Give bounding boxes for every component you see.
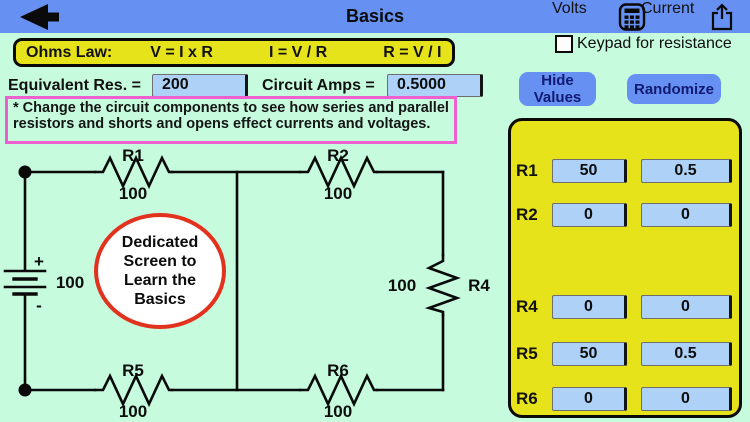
resistor-r2-value: 100 [324, 184, 352, 203]
battery-component[interactable]: + - 100 [3, 252, 84, 315]
r4-current-field[interactable]: 0 [641, 295, 732, 319]
formula-current: I = V / R [268, 43, 328, 61]
r6-volts-field[interactable]: 0 [552, 387, 627, 411]
resistor-r6-name: R6 [327, 361, 349, 380]
share-button[interactable] [708, 2, 736, 31]
ohms-law-box: Ohms Law: V = I x R I = V / R R = V / I [13, 38, 455, 67]
resistor-r4[interactable]: 100 R4 [388, 253, 491, 317]
battery-minus-sign: - [36, 296, 42, 315]
keypad-calculator-button[interactable] [618, 3, 646, 31]
equivalent-res-field[interactable]: 200 [152, 74, 248, 97]
keypad-checkbox[interactable] [555, 35, 573, 53]
r4-volts-field[interactable]: 0 [552, 295, 627, 319]
formula-voltage: V = I x R [150, 43, 213, 61]
resistor-r1-value: 100 [119, 184, 147, 203]
battery-value: 100 [56, 273, 84, 292]
r5-current-field[interactable]: 0.5 [641, 342, 732, 366]
resistor-r5-value: 100 [119, 402, 147, 421]
randomize-button[interactable]: Randomize [627, 74, 721, 104]
r2-current-field[interactable]: 0 [641, 203, 732, 227]
row-label-r2: R2 [516, 205, 538, 224]
r1-current-field[interactable]: 0.5 [641, 159, 732, 183]
back-arrow-icon [20, 4, 59, 30]
keypad-option-row: Keypad for resistance [555, 35, 732, 53]
resistor-r1[interactable]: R1 100 [93, 146, 174, 203]
junction-node-bottom [18, 383, 32, 397]
hide-values-button[interactable]: Hide Values [519, 72, 596, 106]
row-label-r5: R5 [516, 344, 538, 363]
circuit-wires [18, 165, 445, 397]
equivalent-res-label: Equivalent Res. = [8, 77, 141, 94]
top-bar: Basics [0, 0, 750, 33]
row-label-r1: R1 [516, 161, 538, 180]
formula-resistance: R = V / I [383, 43, 442, 61]
resistor-r6[interactable]: R6 100 [298, 361, 379, 421]
resistor-r2-name: R2 [327, 146, 349, 165]
current-column-header: Current [641, 0, 695, 17]
resistor-r2[interactable]: R2 100 [298, 146, 379, 203]
circuit-diagram: + - 100 R1 100 R2 100 100 R4 R5 100 R6 1… [3, 146, 491, 421]
page-title: Basics [345, 6, 405, 26]
circuit-amps-field[interactable]: 0.5000 [387, 74, 483, 97]
battery-plus-sign: + [34, 252, 44, 271]
back-button[interactable] [12, 2, 64, 32]
calculator-icon [618, 3, 646, 31]
ohms-law-label: Ohms Law: [26, 43, 113, 61]
row-label-r6: R6 [516, 389, 538, 408]
instruction-note: * Change the circuit components to see h… [5, 96, 457, 144]
r5-volts-field[interactable]: 50 [552, 342, 627, 366]
resistor-r5[interactable]: R5 100 [93, 361, 174, 421]
dedicated-screen-note: Dedicated Screen to Learn the Basics [94, 213, 226, 329]
r2-volts-field[interactable]: 0 [552, 203, 627, 227]
junction-node-top [18, 165, 32, 179]
resistor-r4-name: R4 [468, 276, 490, 295]
resistor-r5-name: R5 [122, 361, 144, 380]
circuit-amps-label: Circuit Amps = [262, 77, 375, 94]
keypad-checkbox-label: Keypad for resistance [577, 35, 732, 52]
volts-column-header: Volts [552, 0, 587, 17]
row-label-r4: R4 [516, 297, 538, 316]
resistor-r6-value: 100 [324, 402, 352, 421]
resistor-r1-name: R1 [122, 146, 144, 165]
share-icon [711, 3, 733, 31]
resistor-r4-value: 100 [388, 276, 416, 295]
r6-current-field[interactable]: 0 [641, 387, 732, 411]
r1-volts-field[interactable]: 50 [552, 159, 627, 183]
